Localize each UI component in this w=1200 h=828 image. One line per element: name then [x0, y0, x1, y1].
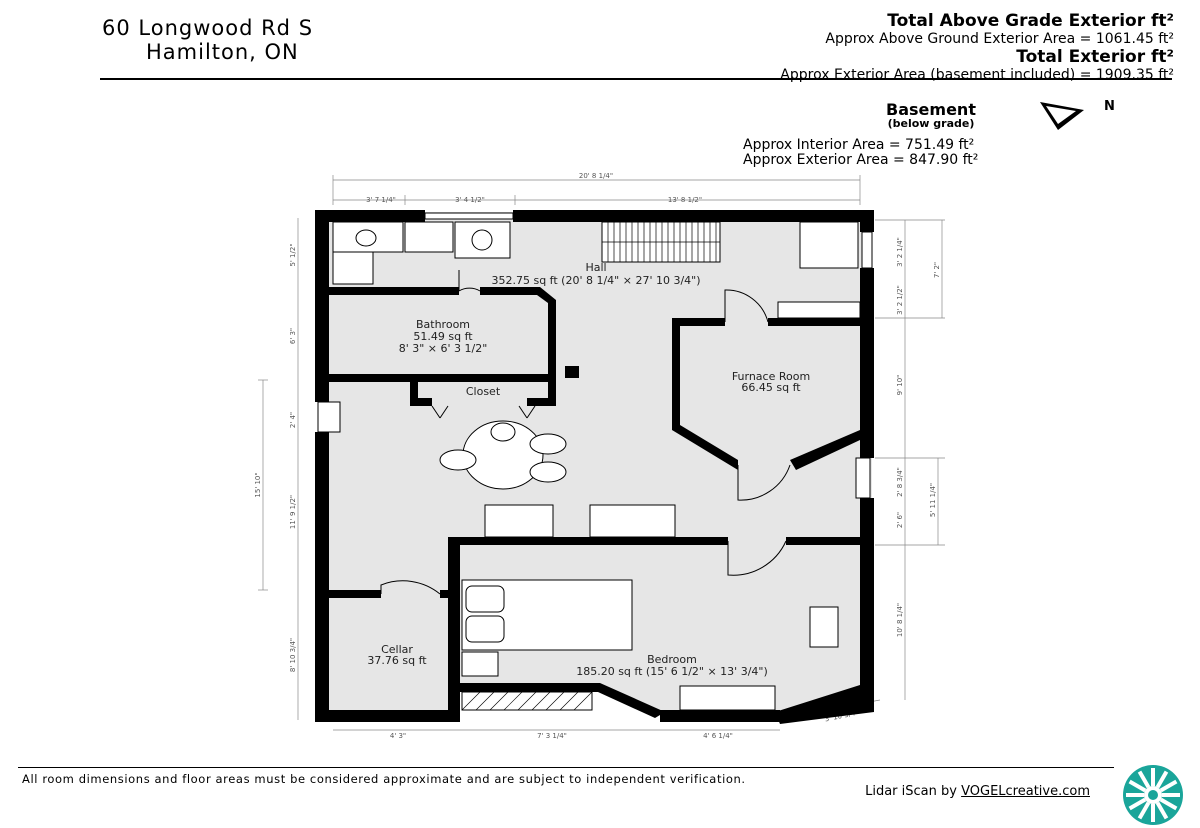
- room-hall-area: 352.75 sq ft (20' 8 1/4" × 27' 10 3/4"): [491, 274, 700, 287]
- dim-right-a: 3' 2 1/4": [896, 237, 904, 267]
- above-grade-value: Approx Above Ground Exterior Area = 1061…: [825, 31, 1174, 47]
- vogel-logo-icon: [1123, 765, 1183, 825]
- header-divider: [100, 78, 1172, 80]
- room-bathroom-dims: 8' 3" × 6' 3 1/2": [399, 342, 488, 355]
- level-name: Basement: [886, 100, 976, 119]
- dim-right-b: 3' 2 1/2": [896, 285, 904, 315]
- stove: [484, 504, 554, 538]
- dim-bottom-a: 4' 3": [390, 732, 406, 740]
- windows: [317, 212, 873, 499]
- floor-plan: 20' 8 1/4" 3' 7 1/4" 3' 4 1/2" 13' 8 1/2…: [254, 172, 945, 740]
- dim-bottom-c: 4' 6 1/4": [703, 732, 733, 740]
- bathroom-cabinet: [332, 251, 374, 285]
- room-furnace-name: Furnace Room: [732, 370, 810, 383]
- dim-top-c: 13' 8 1/2": [668, 196, 702, 204]
- level-title: Basement (below grade): [856, 100, 1006, 130]
- address-line-1: 60 Longwood Rd S: [102, 16, 314, 40]
- room-bathroom-area: 51.49 sq ft: [413, 330, 473, 343]
- room-furnace-area: 66.45 sq ft: [741, 381, 801, 394]
- room-bathroom-name: Bathroom: [416, 318, 470, 331]
- dim-left-e: 11' 9 1/2": [289, 495, 297, 529]
- dim-right-f: 2' 6": [896, 512, 904, 528]
- dim-top-b: 3' 4 1/2": [455, 196, 485, 204]
- dim-right-d: 9' 10": [896, 375, 904, 396]
- dim-right-c: 7' 2": [933, 262, 941, 278]
- room-cellar-name: Cellar: [381, 643, 413, 656]
- north-arrow-icon: N: [1040, 99, 1115, 130]
- total-exterior-title: Total Exterior ft²: [1016, 47, 1174, 67]
- north-label: N: [1104, 99, 1115, 114]
- dim-right-g: 5' 11 1/4": [929, 483, 937, 517]
- exterior-walls: [315, 210, 874, 724]
- room-hall-name: Hall: [585, 261, 606, 274]
- dim-left-c: 2' 4": [289, 412, 297, 428]
- dim-top-a: 3' 7 1/4": [366, 196, 396, 204]
- property-address: 60 Longwood Rd S Hamilton, ON: [102, 16, 313, 64]
- storage-hatch: [461, 691, 593, 711]
- door-swings: [380, 270, 791, 595]
- interior-area: Approx Interior Area = 751.49 ft²: [743, 137, 975, 153]
- credit-link[interactable]: VOGELcreative.com: [961, 784, 1090, 799]
- footer-divider: [18, 767, 1114, 768]
- dim-left-a: 5' 1/2": [289, 243, 297, 266]
- dim-right-h: 10' 8 1/4": [896, 603, 904, 637]
- dim-left-f: 8' 10 3/4": [289, 638, 297, 672]
- dim-top-total: 20' 8 1/4": [579, 172, 613, 180]
- room-cellar-area: 37.76 sq ft: [367, 654, 427, 667]
- room-closet-name: Closet: [466, 385, 501, 398]
- address-line-2: Hamilton, ON: [146, 40, 299, 64]
- credit-text: Lidar iScan by VOGELcreative.com: [865, 784, 1090, 799]
- disclaimer-text: All room dimensions and floor areas must…: [22, 772, 746, 786]
- dim-right-e: 2' 8 3/4": [896, 467, 904, 497]
- room-bedroom-name: Bedroom: [647, 653, 697, 666]
- dining-table: [439, 420, 567, 490]
- room-bedroom-area: 185.20 sq ft (15' 6 1/2" × 13' 3/4"): [576, 665, 768, 678]
- above-grade-title: Total Above Grade Exterior ft²: [887, 11, 1174, 31]
- level-areas: Approx Interior Area = 751.49 ft² Approx…: [743, 138, 978, 168]
- dim-bottom-b: 7' 3 1/4": [537, 732, 567, 740]
- exterior-area: Approx Exterior Area = 847.90 ft²: [743, 152, 979, 168]
- dim-left-d: 15' 10": [254, 472, 262, 497]
- dim-left-b: 6' 3": [289, 328, 297, 344]
- stairs: [601, 221, 721, 263]
- level-subtitle: (below grade): [887, 117, 975, 130]
- credit-prefix: Lidar iScan by: [865, 784, 962, 799]
